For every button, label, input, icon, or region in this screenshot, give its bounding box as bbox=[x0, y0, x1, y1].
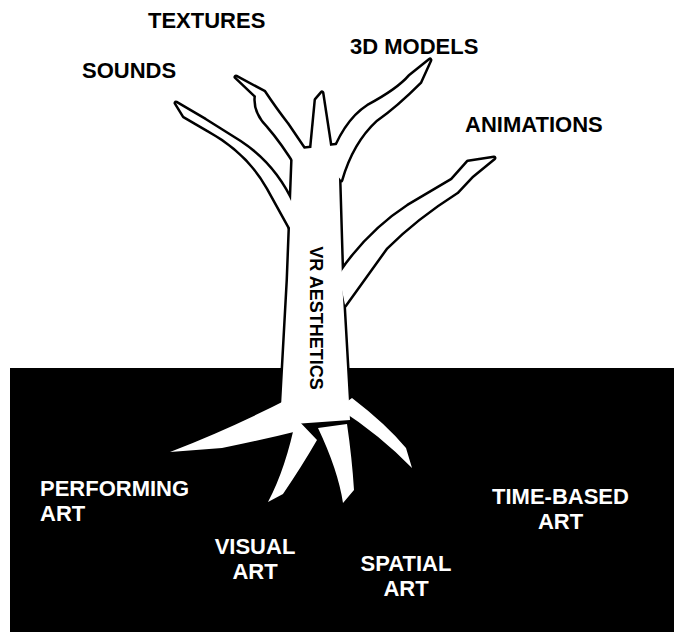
root-label: PERFORMING ART bbox=[40, 476, 215, 526]
trunk-label: VR AESTHETICS bbox=[306, 246, 326, 389]
tree-outline bbox=[170, 60, 494, 503]
branch-label: 3D MODELS bbox=[350, 34, 478, 59]
branch-label: TEXTURES bbox=[148, 8, 265, 33]
branch-label: SOUNDS bbox=[82, 58, 176, 83]
tree-fill bbox=[170, 60, 494, 503]
root-label: SPATIAL ART bbox=[346, 551, 466, 601]
root-label: TIME-BASED ART bbox=[478, 484, 643, 534]
root-label: VISUAL ART bbox=[200, 534, 310, 584]
branch-label: ANIMATIONS bbox=[465, 112, 603, 137]
